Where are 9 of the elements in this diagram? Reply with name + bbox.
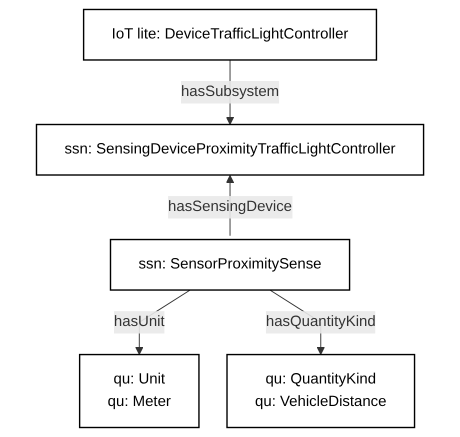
node-box: IoT lite: DeviceTrafficLightController (82, 8, 378, 61)
edge-label: hasSensingDevice (168, 198, 292, 215)
node-box: qu: Unit qu: Meter (78, 354, 200, 428)
edge-label: hasSubsystem (180, 84, 280, 100)
node-box: ssn: SensingDeviceProximityTrafficLightController (36, 124, 424, 176)
node-box: qu: QuantityKind qu: VehicleDistance (226, 354, 416, 428)
node-box: ssn: SensorProximitySense (110, 238, 350, 291)
edge-label: hasUnit (114, 314, 165, 330)
edge-label: hasQuantityKind (266, 314, 376, 330)
